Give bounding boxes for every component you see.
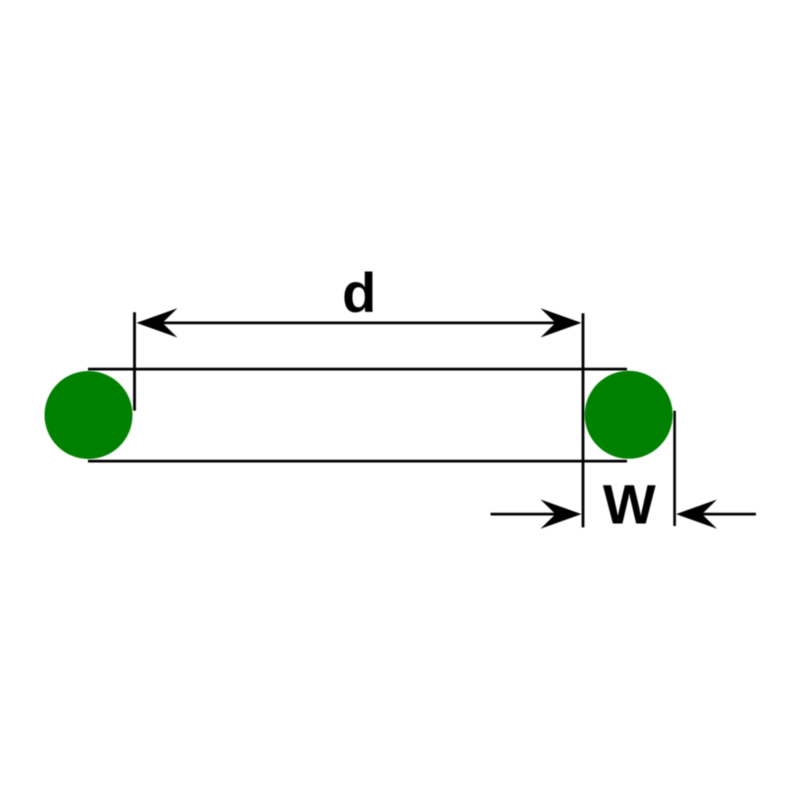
svg-text:W: W	[603, 472, 656, 535]
svg-text:d: d	[342, 261, 376, 324]
